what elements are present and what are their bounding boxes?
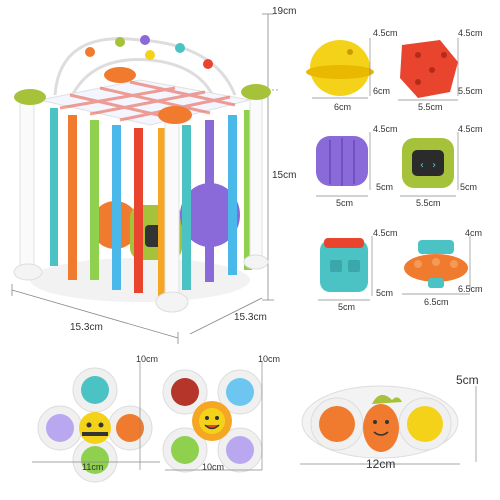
svg-text:‹ ›: ‹ › [419, 160, 437, 171]
red-octagon-toy-figure [400, 40, 458, 98]
sun-spinner-figure [162, 369, 263, 473]
shape-robot-depth: 5cm [460, 182, 478, 192]
cube-depth-label: 15.3cm [234, 312, 267, 323]
yellow-ball-toy-figure [306, 40, 374, 96]
cube-total-height-label: 19cm [272, 6, 297, 17]
shape-red-width: 5.5cm [418, 102, 443, 112]
shape-dimension-lines [312, 38, 471, 301]
shape-sorter-cube [13, 35, 271, 313]
purple-barrel-toy-figure [316, 136, 368, 186]
shape-robot-width: 5.5cm [416, 198, 441, 208]
toy-dimension-lines [32, 362, 477, 471]
sun-spinner-width: 10cm [202, 462, 225, 472]
shape-red-depth: 5.5cm [458, 86, 483, 96]
robot-face-toy-figure: ‹ › [402, 138, 454, 188]
shape-yellow-width: 6cm [334, 102, 352, 112]
shape-yellow-depth: 6cm [373, 86, 391, 96]
teal-hexagon-toy-figure [320, 238, 368, 292]
sun-spinner-height: 10cm [258, 354, 281, 364]
shape-toys: ‹ › [306, 40, 468, 292]
shape-teal-width: 5cm [338, 302, 356, 312]
orange-ufo-toy-figure [404, 240, 468, 288]
bee-spinner-figure [37, 367, 153, 483]
shape-yellow-height: 4.5cm [373, 28, 398, 38]
shape-orange-depth: 6.5cm [458, 284, 483, 294]
shape-teal-depth: 5cm [376, 288, 394, 298]
shape-purple-height: 4.5cm [373, 124, 398, 134]
shape-robot-height: 4.5cm [458, 124, 483, 134]
shape-orange-height: 4cm [465, 228, 483, 238]
shape-teal-height: 4.5cm [373, 228, 398, 238]
shape-purple-width: 5cm [336, 198, 354, 208]
carrot-popper-figure [301, 385, 459, 459]
bee-spinner-width: 11cm [82, 462, 104, 472]
cube-inner-height-label: 15cm [272, 170, 297, 181]
popper-width: 12cm [366, 457, 396, 471]
cube-width-label: 15.3cm [70, 322, 103, 333]
shape-orange-width: 6.5cm [424, 297, 449, 307]
shape-purple-depth: 5cm [376, 182, 394, 192]
popper-height: 5cm [456, 373, 479, 387]
cube-dimension-lines [11, 13, 280, 344]
bee-spinner-height: 10cm [136, 354, 159, 364]
shape-red-height: 4.5cm [458, 28, 483, 38]
